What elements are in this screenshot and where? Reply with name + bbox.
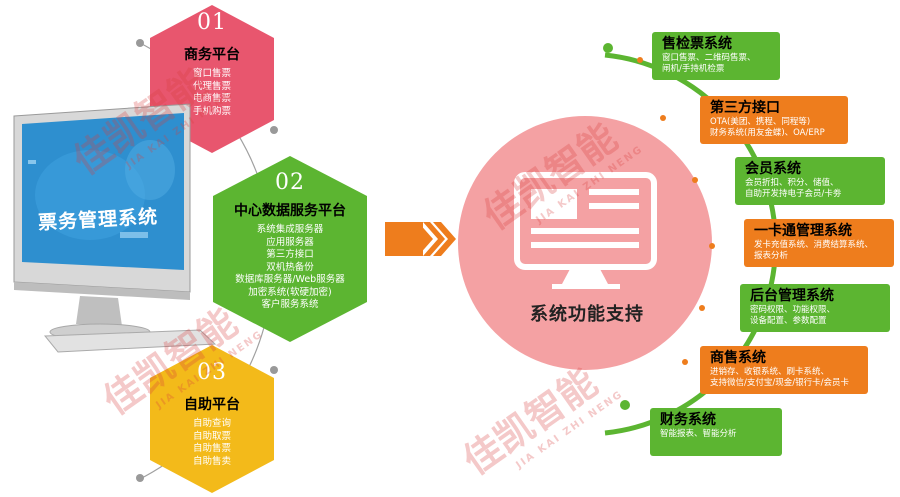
- function-title: 商售系统: [710, 350, 766, 366]
- hex-item: 自助售卖: [192, 455, 231, 467]
- hexagon-self-service: [150, 345, 274, 493]
- hex-item: 加密系统(软硬加密): [248, 286, 332, 298]
- function-desc: 财务系统(用友金蝶)、OA/ERP: [710, 127, 825, 138]
- arc-dot: [709, 243, 715, 249]
- function-desc: 发卡充值系统、消费结算系统、: [754, 240, 874, 250]
- arc-dot: [620, 400, 630, 410]
- hex-item: 客户服务系统: [261, 299, 319, 310]
- function-box-retail: 商售系统 进销存、收银系统、刷卡系统、 支持微信/支付宝/现金/银行卡/会员卡: [700, 346, 868, 394]
- function-box-card-management: 一卡通管理系统 发卡充值系统、消费结算系统、 报表分析: [744, 219, 894, 267]
- function-box-backend: 后台管理系统 密码权限、功能权限、 设备配置、参数配置: [740, 284, 890, 332]
- function-desc: 会员折扣、积分、储值、: [745, 178, 839, 188]
- hex-item-list: 窗口售票 代理售票 电商售票 手机购票: [162, 68, 262, 118]
- hex-item: 代理售票: [192, 80, 231, 92]
- function-box-ticketing: 售检票系统 窗口售票、二维码售票、 闸机/手持机检票: [652, 32, 780, 80]
- function-desc: 窗口售票、二维码售票、: [662, 53, 756, 63]
- function-box-finance: 财务系统 智能报表、智能分析: [650, 408, 782, 456]
- arc-dot: [699, 305, 705, 311]
- connector-dot: [270, 366, 278, 374]
- center-label: 系统功能支持: [530, 304, 644, 325]
- connector-dot: [270, 126, 278, 134]
- hex-item-list: 系统集成服务器 应用服务器 第三方接口 双机热备份 数据库服务器/Web服务器 …: [220, 224, 360, 312]
- connector-dot: [136, 474, 144, 482]
- arc-dot: [682, 359, 688, 365]
- function-title: 会员系统: [745, 161, 801, 177]
- arc-dot: [692, 177, 698, 183]
- hex-item: 双机热备份: [266, 261, 314, 273]
- function-title: 售检票系统: [662, 36, 732, 52]
- hex-number: 01: [197, 10, 227, 35]
- function-desc: 自助开发持电子会员/卡劵: [745, 188, 842, 199]
- function-title: 财务系统: [660, 412, 716, 428]
- hexagon-data-center: [213, 156, 367, 342]
- hex-number: 02: [275, 170, 305, 195]
- screen-icon: [514, 172, 657, 289]
- hex-number: 03: [197, 360, 227, 385]
- hex-item: 窗口售票: [192, 68, 231, 79]
- hex-title: 商务平台: [184, 47, 240, 63]
- function-desc: OTA(美团、携程、同程等): [710, 117, 811, 127]
- connector-dot: [136, 39, 144, 47]
- hex-item: 自助售票: [192, 443, 231, 454]
- function-title: 一卡通管理系统: [754, 223, 852, 239]
- arc-dot: [637, 57, 643, 63]
- function-desc: 设备配置、参数配置: [750, 315, 827, 326]
- function-box-third-party: 第三方接口 OTA(美团、携程、同程等) 财务系统(用友金蝶)、OA/ERP: [700, 96, 848, 144]
- hex-item: 电商售票: [192, 93, 231, 104]
- hex-item: 应用服务器: [266, 236, 314, 248]
- hex-title: 中心数据服务平台: [234, 203, 346, 219]
- hex-item: 数据库服务器/Web服务器: [235, 274, 345, 285]
- function-title: 第三方接口: [710, 100, 780, 116]
- hex-item: 手机购票: [192, 105, 231, 117]
- arc-dot: [603, 43, 613, 53]
- function-desc: 报表分析: [754, 250, 789, 261]
- hex-item: 自助查询: [192, 418, 231, 429]
- arc-dot: [660, 115, 666, 121]
- function-title: 后台管理系统: [750, 288, 834, 304]
- hex-item: 自助取票: [192, 430, 231, 442]
- hex-item: 第三方接口: [266, 249, 314, 260]
- function-desc: 进销存、收银系统、刷卡系统、: [710, 367, 830, 377]
- function-desc: 闸机/手持机检票: [662, 63, 725, 74]
- function-desc: 支持微信/支付宝/现金/银行卡/会员卡: [710, 377, 849, 388]
- hex-item-list: 自助查询 自助取票 自助售票 自助售卖: [162, 418, 262, 468]
- hex-item: 系统集成服务器: [256, 224, 324, 235]
- function-desc: 密码权限、功能权限、: [750, 305, 836, 315]
- function-box-member: 会员系统 会员折扣、积分、储值、 自助开发持电子会员/卡劵: [735, 157, 885, 205]
- arrow-icon: [385, 222, 456, 256]
- function-desc: 智能报表、智能分析: [660, 429, 737, 439]
- monitor-icon: [13, 103, 217, 353]
- hex-title: 自助平台: [184, 397, 240, 413]
